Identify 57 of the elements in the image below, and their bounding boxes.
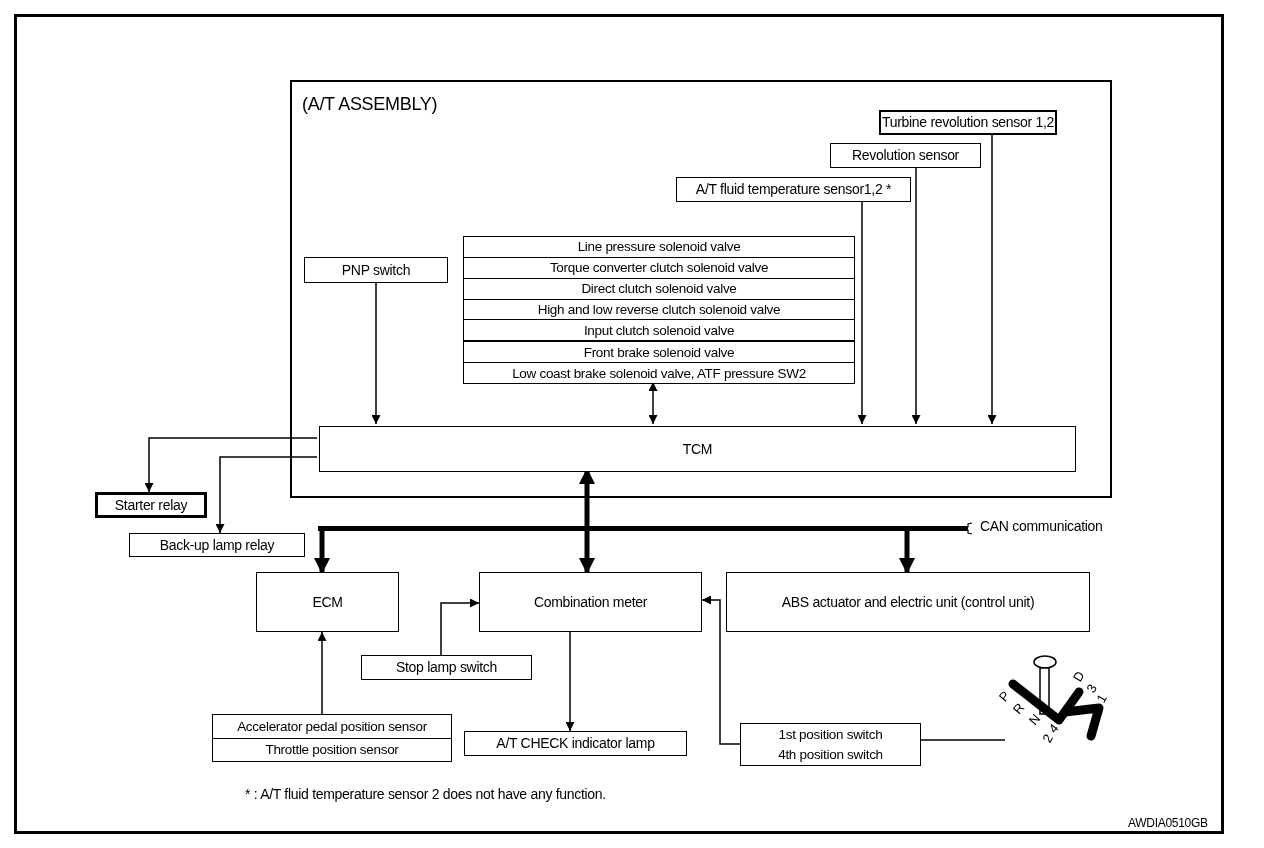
component-label: Turbine revolution sensor 1,2: [881, 113, 1055, 132]
component-box: [95, 492, 207, 518]
connector-arrow: [701, 595, 741, 745]
component-label: Input clutch solenoid valve: [464, 319, 854, 341]
gear-position-letter: R: [1010, 700, 1027, 717]
connector-arrow: [440, 598, 480, 656]
component-box: [479, 572, 702, 632]
component-label: Torque converter clutch solenoid valve: [464, 256, 854, 278]
component-label: A/T CHECK indicator lamp: [495, 734, 656, 753]
gear-position-letter: N: [1026, 711, 1043, 728]
component-box: [726, 572, 1090, 632]
component-label: A/T fluid temperature sensor1,2 *: [694, 180, 893, 199]
gear-position-letter: 3: [1084, 682, 1099, 695]
component-label: 4th position switch: [777, 746, 884, 765]
component-label: PNP switch: [340, 260, 412, 280]
component-label: Combination meter: [532, 592, 649, 612]
component-box: [319, 426, 1076, 472]
connector-arrow: [899, 531, 915, 574]
component-label: Direct clutch solenoid valve: [464, 277, 854, 299]
group-heading: (A/T ASSEMBLY): [302, 94, 438, 115]
component-box: [304, 257, 448, 283]
gear-position-letter: 2: [1040, 732, 1055, 745]
connector-arrow: [144, 437, 318, 493]
gear-position-letter: 1: [1094, 692, 1109, 705]
component-label: Throttle position sensor: [213, 737, 451, 761]
assembly-boundary: [290, 80, 1112, 498]
component-label: Accelerator pedal position sensor: [236, 717, 428, 736]
component-label: Front brake solenoid valve: [464, 340, 854, 363]
footnote: * : A/T fluid temperature sensor 2 does not have any function.: [245, 786, 606, 802]
component-box: [740, 723, 921, 766]
component-label: High and low reverse clutch solenoid valve: [464, 298, 854, 320]
component-box: [676, 177, 911, 202]
component-label: Stop lamp switch: [395, 658, 498, 677]
component-label: TCM: [681, 439, 714, 459]
component-box: [361, 655, 532, 680]
component-box: [129, 533, 305, 557]
component-label: Low coast brake solenoid valve, ATF pressure SW2: [464, 362, 854, 383]
component-box: [212, 714, 452, 762]
component-label: ABS actuator and electric unit (control unit): [780, 592, 1036, 612]
component-box: [830, 143, 981, 168]
component-label: ECM: [311, 592, 344, 612]
connector-arrow: [314, 531, 330, 574]
valve-list-box: [463, 236, 855, 384]
component-box: [464, 731, 687, 756]
connector-arrow: [317, 631, 327, 715]
bus-label: CAN communication: [980, 518, 1103, 534]
component-box: [256, 572, 399, 632]
gear-position-letter: P: [996, 689, 1012, 704]
component-label: Back-up lamp relay: [158, 535, 276, 555]
component-label: Revolution sensor: [851, 146, 960, 165]
connector-arrow: [565, 631, 575, 732]
component-label: 1st position switch: [777, 725, 884, 744]
drawing-code: AWDIA0510GB: [1128, 816, 1208, 830]
component-label: Starter relay: [113, 495, 189, 515]
component-label: Line pressure solenoid valve: [576, 238, 742, 257]
connector-arrow: [215, 456, 318, 534]
gear-position-letter: D: [1070, 669, 1087, 684]
